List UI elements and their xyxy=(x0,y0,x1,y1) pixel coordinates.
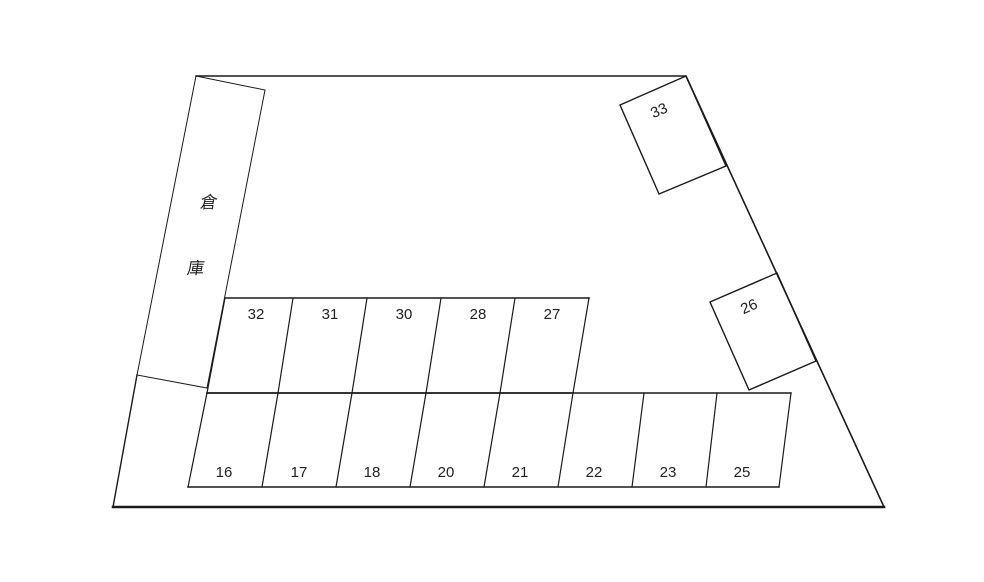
boundary-left xyxy=(112,374,138,508)
parking-space-33[interactable]: 33 xyxy=(619,75,727,195)
parking-space-22[interactable]: 22 xyxy=(586,464,603,481)
parking-space-23[interactable]: 23 xyxy=(660,464,677,481)
parking-space-32[interactable]: 32 xyxy=(248,306,265,323)
space-divider xyxy=(483,392,501,488)
parking-space-21[interactable]: 21 xyxy=(512,464,529,481)
parking-space-31[interactable]: 31 xyxy=(322,306,339,323)
warehouse: 倉庫 xyxy=(136,75,266,389)
space-divider xyxy=(705,392,718,488)
space-divider xyxy=(335,392,353,488)
space-divider xyxy=(425,297,442,394)
space-divider xyxy=(572,297,590,394)
parking-space-20[interactable]: 20 xyxy=(438,464,455,481)
warehouse-label-char: 倉 xyxy=(199,193,219,213)
parking-row-lower: 16 17 18 20 21 22 23 25 xyxy=(187,392,792,488)
space-outline xyxy=(619,75,727,195)
space-divider xyxy=(409,392,427,488)
space-divider xyxy=(261,392,279,488)
space-divider xyxy=(187,392,208,488)
boundary-top-right xyxy=(195,75,886,509)
space-divider xyxy=(499,297,516,394)
parking-space-26[interactable]: 26 xyxy=(709,272,817,391)
space-outline xyxy=(709,272,817,391)
space-divider xyxy=(557,392,574,488)
space-label: 33 xyxy=(648,100,670,122)
parking-space-16[interactable]: 16 xyxy=(216,464,233,481)
parking-space-25[interactable]: 25 xyxy=(734,464,751,481)
space-divider xyxy=(631,392,645,488)
space-divider xyxy=(206,297,226,394)
space-divider xyxy=(277,297,294,394)
parking-space-18[interactable]: 18 xyxy=(364,464,381,481)
space-divider xyxy=(778,392,792,488)
warehouse-outline xyxy=(136,75,266,389)
parking-row-upper: 32 31 30 28 27 xyxy=(206,297,590,394)
warehouse-label-char: 庫 xyxy=(186,259,206,279)
parking-space-30[interactable]: 30 xyxy=(396,306,413,323)
space-divider xyxy=(351,297,368,394)
parking-space-17[interactable]: 17 xyxy=(291,464,308,481)
parking-space-27[interactable]: 27 xyxy=(544,306,561,323)
angled-parking-spaces: 33 26 xyxy=(619,75,817,391)
parking-space-28[interactable]: 28 xyxy=(470,306,487,323)
lot-boundary xyxy=(111,75,886,509)
space-label: 26 xyxy=(738,296,760,318)
